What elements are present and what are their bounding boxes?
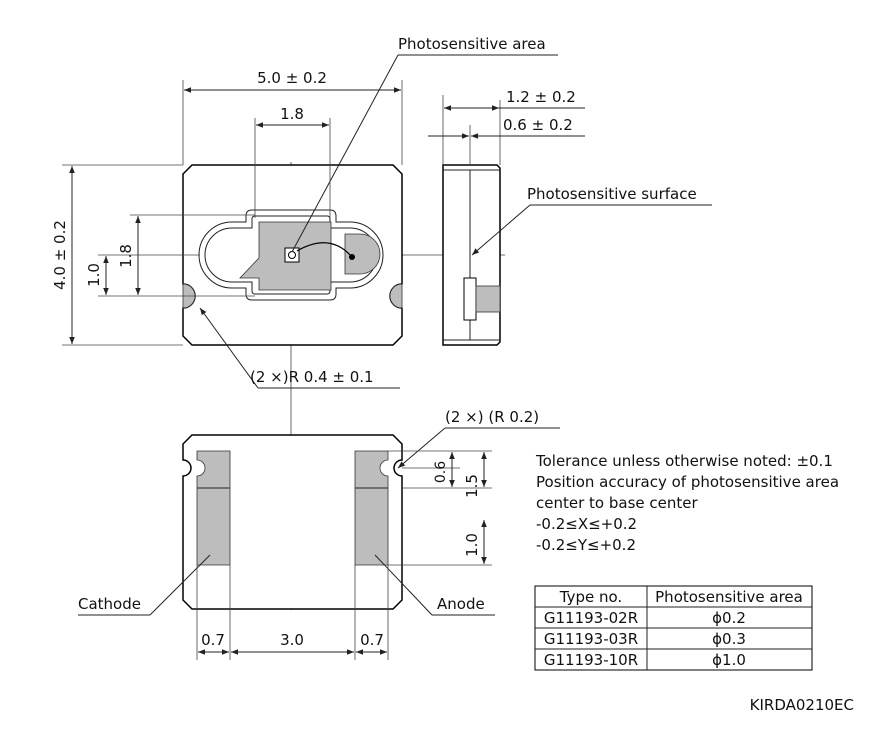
table-cell: G11193-02R [544, 609, 638, 627]
window-outer [198, 209, 384, 301]
anode-label: Anode [437, 595, 485, 613]
radius-top-label: (2 ×)R 0.4 ± 0.1 [250, 368, 374, 386]
note-line: center to base center [536, 494, 698, 512]
side-view: 1.2 ± 0.2 0.6 ± 0.2 Photosensitive surfa… [428, 88, 712, 346]
table-cell: ϕ0.3 [712, 630, 746, 648]
table-header: Photosensitive area [655, 588, 803, 606]
table-header: Type no. [559, 588, 622, 606]
photosensitive-surface-label: Photosensitive surface [527, 185, 697, 203]
photosensitive-area-label: Photosensitive area [398, 35, 546, 53]
cathode-label: Cathode [78, 595, 141, 613]
anode-electrode [354, 450, 389, 566]
type-table: Type no. Photosensitive area G11193-02R … [534, 585, 813, 671]
note-line: Tolerance unless otherwise noted: ±0.1 [535, 452, 833, 470]
dim-bottom-07-left: 0.7 [201, 631, 225, 649]
dim-left-inner-1: 1.8 [117, 244, 135, 268]
dim-width-total: 5.0 ± 0.2 [257, 69, 327, 87]
table-cell: ϕ0.2 [712, 609, 746, 627]
dim-side-thick-1: 1.2 ± 0.2 [506, 88, 576, 106]
dim-bottom-07-right: 0.7 [360, 631, 384, 649]
bottom-package-body [182, 434, 403, 610]
dim-right-15: 1.5 [463, 474, 481, 498]
drawing-code: KIRDA0210EC [750, 696, 854, 714]
notes-block: Tolerance unless otherwise noted: ±0.1 P… [535, 452, 839, 554]
dim-right-10: 1.0 [463, 533, 481, 557]
note-line: -0.2≤X≤+0.2 [536, 515, 637, 533]
table-cell: G11193-03R [544, 630, 638, 648]
bottom-view: Cathode Anode (2 ×) (R 0.2) 0.6 1.5 1.0 … [78, 408, 560, 660]
table-cell: G11193-10R [544, 651, 638, 669]
dim-height-total: 4.0 ± 0.2 [51, 220, 69, 290]
note-line: Position accuracy of photosensitive area [536, 473, 839, 491]
dim-top-inner: 1.8 [280, 105, 304, 123]
top-view: Photosensitive area 5.0 ± 0.2 1.8 4.0 ± … [51, 35, 558, 610]
dim-right-06: 0.6 [433, 461, 449, 483]
table-cell: ϕ1.0 [712, 651, 746, 669]
radius-bottom-label: (2 ×) (R 0.2) [445, 408, 539, 426]
dim-side-thick-2: 0.6 ± 0.2 [503, 116, 573, 134]
dim-bottom-30: 3.0 [280, 631, 304, 649]
dim-left-inner-2: 1.0 [85, 263, 103, 287]
photosensitive-chip [284, 247, 300, 263]
note-line: -0.2≤Y≤+0.2 [536, 536, 636, 554]
